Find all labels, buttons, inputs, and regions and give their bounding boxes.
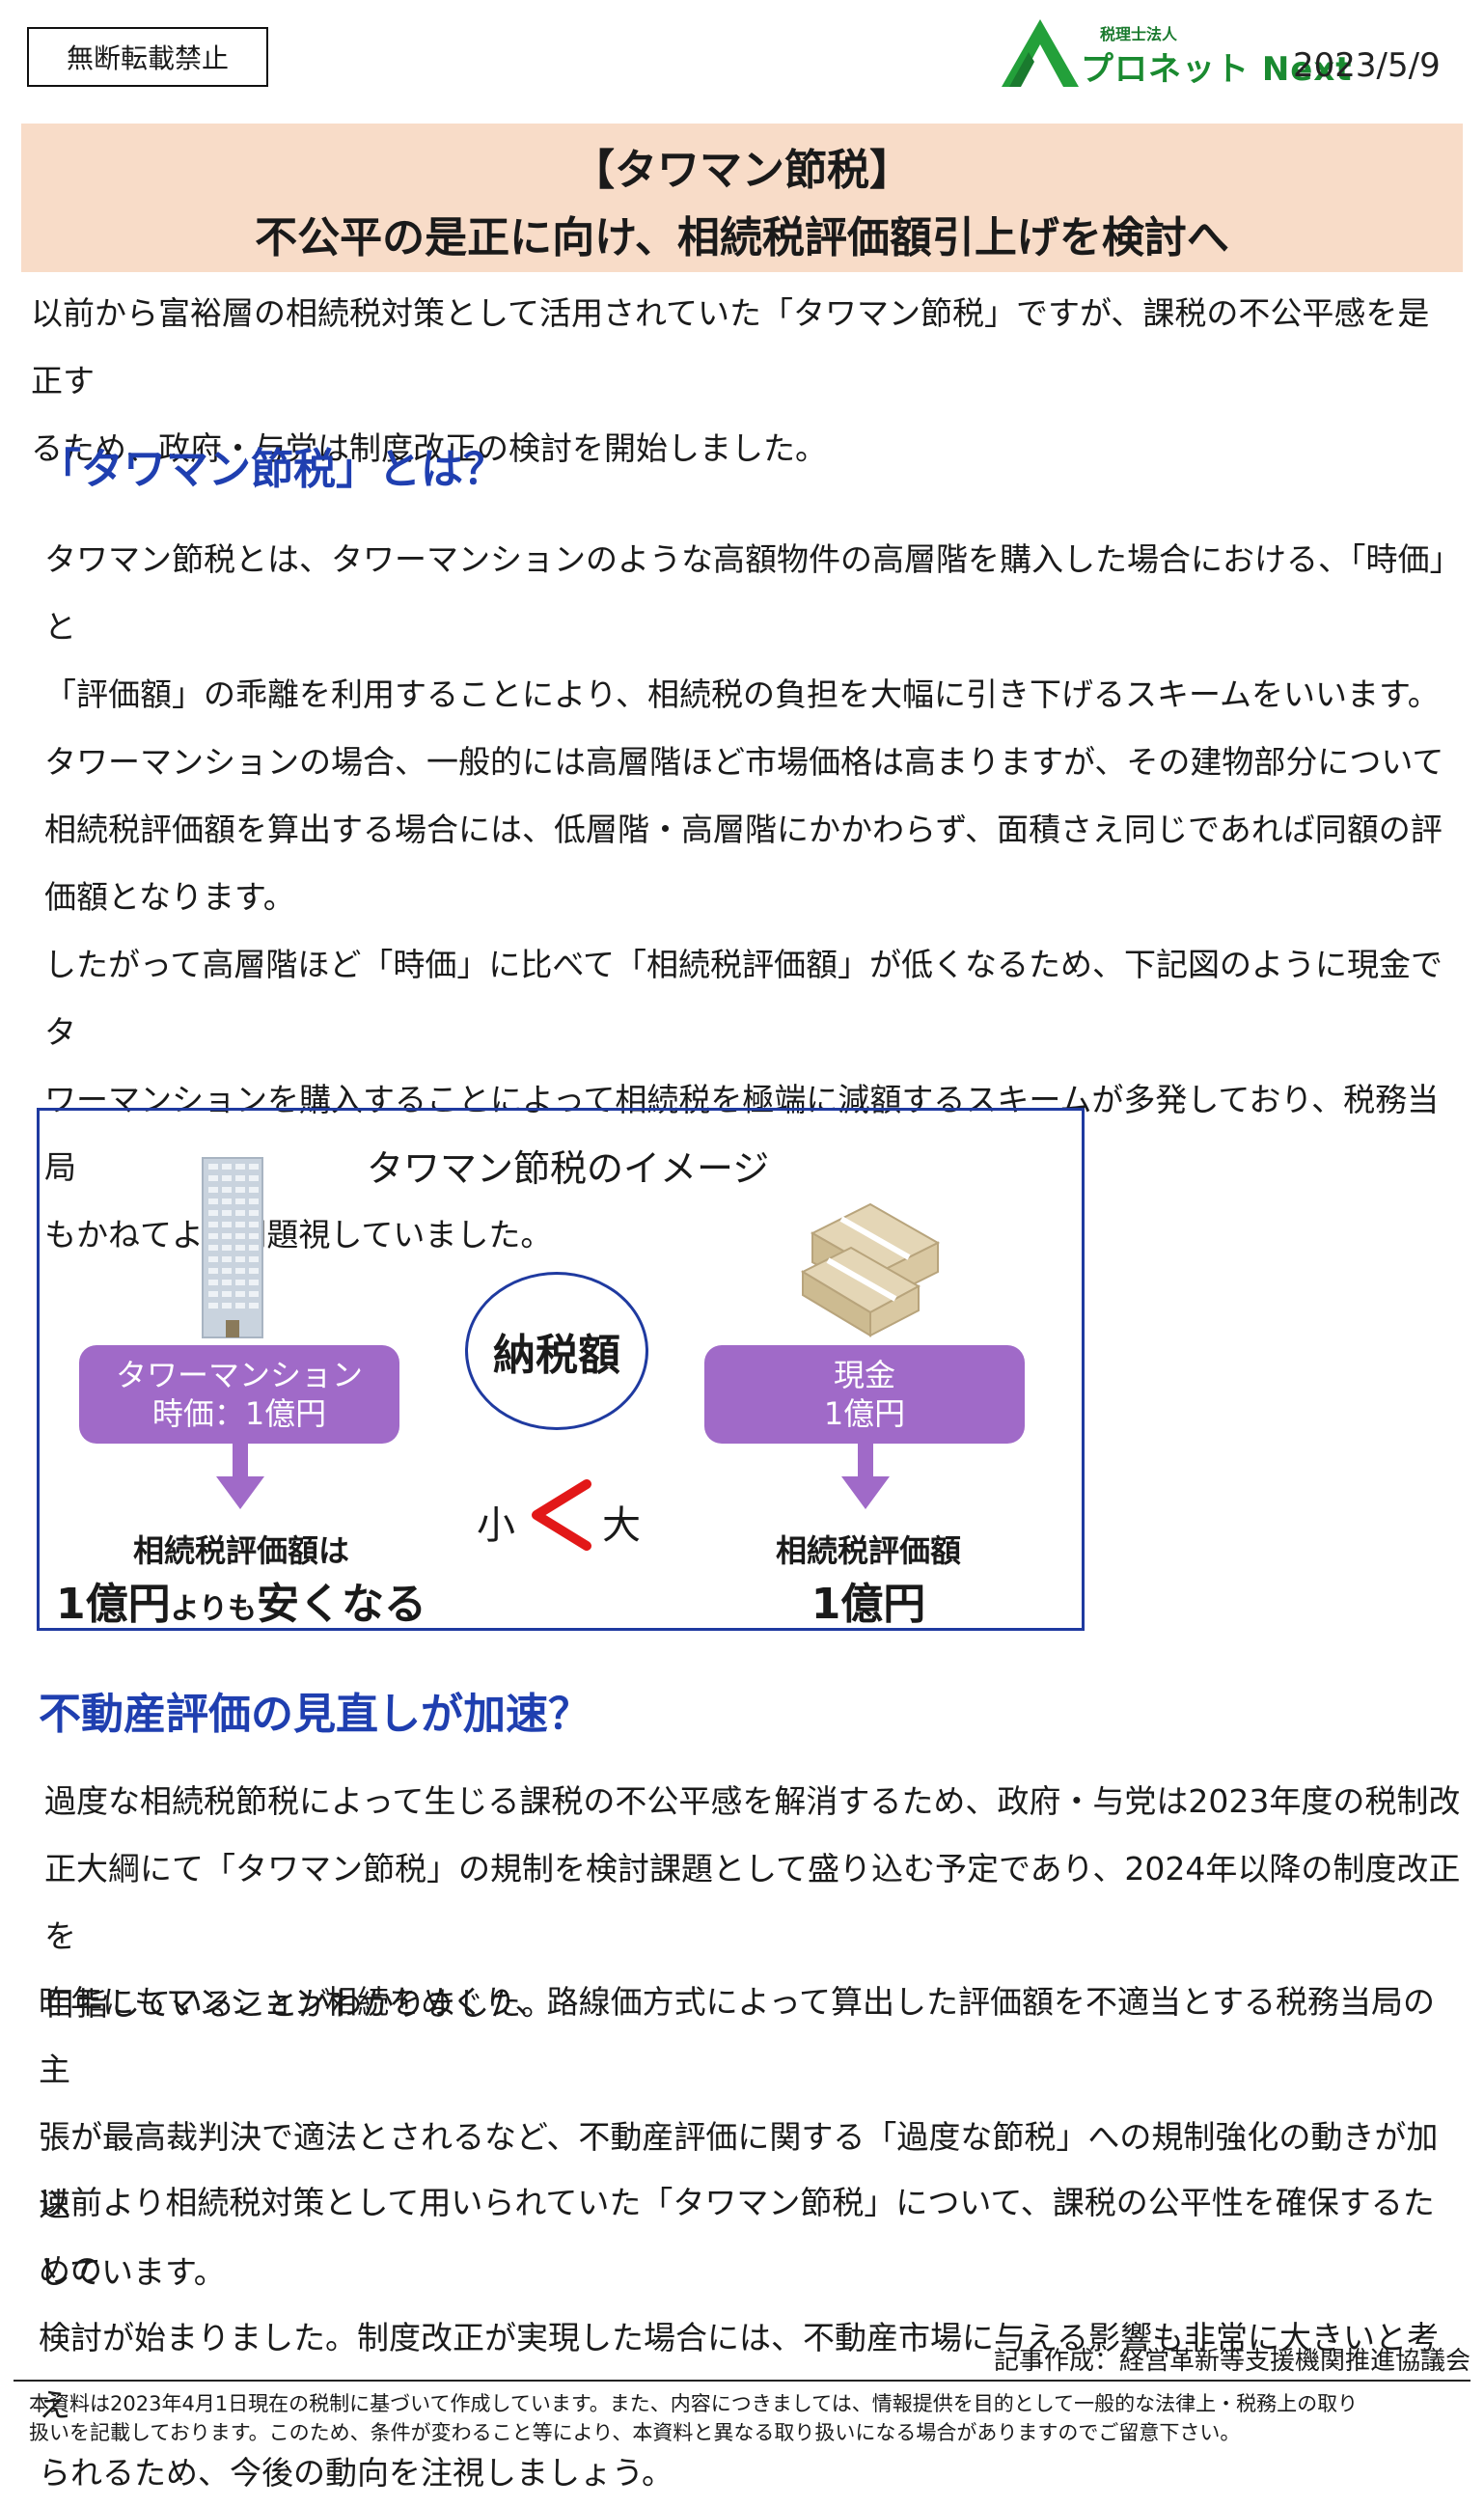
definition-line: ワーマンションを購入することによって相続税を極端に減額するスキームが多発しており… bbox=[44, 1081, 1440, 1186]
no-reprint-notice: 無断転載禁止 bbox=[27, 27, 268, 87]
reform-line: 過度な相続税節税によって生じる課税の不公平感を解消するため、政府・与党は2023… bbox=[44, 1782, 1461, 1820]
arrow-down-icon bbox=[841, 1444, 890, 1509]
diagram-title: タワマン節税のイメージ bbox=[367, 1147, 770, 1190]
definition-line: 価額となります。 bbox=[44, 878, 295, 916]
court-paragraph: 昨年にもマンション相続をめぐり、路線価方式によって算出した評価額を不適当とする税… bbox=[39, 1969, 1463, 2306]
large-label: 大 bbox=[602, 1503, 641, 1548]
tawaman-diagram bbox=[37, 1108, 1085, 1631]
conclusion-line: 以前より相続税対策として用いられていた「タワマン節税」について、課税の公平性を確… bbox=[39, 2184, 1435, 2289]
tower-market-price: 時価：1億円 bbox=[151, 1395, 327, 1432]
cash-box: 現金 1億円 bbox=[704, 1345, 1025, 1444]
cash-valuation-label: 相続税評価額 bbox=[775, 1532, 961, 1569]
intro-paragraph: 以前から富裕層の相続税対策として活用されていた「タワマン節税」ですが、課税の不公… bbox=[31, 280, 1459, 482]
small-label: 小 bbox=[477, 1503, 515, 1548]
reform-line: 正大綱にて「タワマン節税」の規制を検討課題として盛り込む予定であり、2024年以… bbox=[44, 1850, 1461, 1955]
definition-line: タワマン節税とは、タワーマンションのような高額物件の高層階を購入した場合における… bbox=[44, 540, 1445, 646]
cash-amount: 1億円 bbox=[823, 1395, 906, 1432]
title-line-2: 不公平の是正に向け、相続税評価額引上げを検討へ bbox=[255, 213, 1229, 262]
cash-stack-icon bbox=[800, 1202, 941, 1337]
yorimo-text: よりも bbox=[170, 1592, 258, 1626]
reform-line: 目指していることがわかりました。 bbox=[44, 1985, 554, 2023]
section-heading-real-estate: 不動産評価の見直しが加速？ bbox=[39, 1690, 591, 1739]
title-banner bbox=[21, 124, 1463, 272]
intro-line: 以前から富裕層の相続税対策として活用されていた「タワマン節税」ですが、課税の不公… bbox=[31, 294, 1430, 399]
article-credit: 記事作成：経営革新等支援機関推進協議会 bbox=[994, 2347, 1471, 2376]
title-line-1: 【タワマン節税】 bbox=[572, 146, 912, 195]
court-line: しています。 bbox=[39, 2253, 226, 2291]
definition-line: 相続税評価額を算出する場合には、低層階・高層階にかかわらず、面積さえ同じであれば… bbox=[44, 811, 1443, 848]
tower-mansion-box: タワーマンション 時価：1億円 bbox=[79, 1345, 399, 1444]
tower-valuation-label: 相続税評価額は bbox=[132, 1532, 349, 1569]
reform-paragraph: 過度な相続税節税によって生じる課税の不公平感を解消するため、政府・与党は2023… bbox=[44, 1768, 1463, 2038]
less-than-icon bbox=[532, 1479, 591, 1551]
conclusion-paragraph: 以前より相続税対策として用いられていた「タワマン節税」について、課税の公平性を確… bbox=[39, 2169, 1463, 2507]
cheaper-text: 安くなる bbox=[257, 1580, 427, 1629]
tower-mansion-label: タワーマンション bbox=[115, 1357, 363, 1393]
disclaimer: 本資料は2023年4月1日現在の税制に基づいて作成しています。また、内容につきま… bbox=[29, 2389, 1457, 2447]
logo-name: プロネット Next bbox=[1081, 50, 1353, 89]
section-heading-tawaman: 「タワマン節税」とは？ bbox=[39, 445, 506, 494]
tower-building-icon bbox=[202, 1157, 263, 1338]
publish-date: 2023/5/9 bbox=[1293, 46, 1441, 85]
definition-line: 「評価額」の乖離を利用することにより、相続税の負担を大幅に引き下げるスキームをい… bbox=[44, 675, 1440, 713]
definition-line: もかねてより問題視していました。 bbox=[44, 1216, 553, 1254]
footer-divider bbox=[14, 2380, 1470, 2382]
definition-line: タワーマンションの場合、一般的には高層階ほど市場価格は高まりますが、その建物部分… bbox=[44, 743, 1444, 781]
definition-paragraph: タワマン節税とは、タワーマンションのような高額物件の高層階を購入した場合における… bbox=[44, 526, 1453, 1269]
intro-line: るため、政府・与党は制度改正の検討を開始しました。 bbox=[31, 429, 827, 467]
definition-line: したがって高層階ほど「時価」に比べて「相続税評価額」が低くなるため、下記図のよう… bbox=[44, 946, 1443, 1051]
logo-subtitle: 税理士法人 bbox=[1100, 25, 1178, 43]
amount-text: 1億円 bbox=[55, 1580, 171, 1629]
cash-label: 現金 bbox=[833, 1357, 895, 1393]
tower-valuation-result: 1億円よりも安くなる bbox=[39, 1569, 444, 1631]
conclusion-line: られるため、今後の動向を注視しましょう。 bbox=[39, 2454, 674, 2492]
cash-valuation-result: 1億円 bbox=[811, 1580, 926, 1629]
disclaimer-line: 扱いを記載しております。このため、条件が変わること等により、本資料と異なる取り扱… bbox=[29, 2421, 1241, 2444]
court-line: 張が最高裁判決で適法とされるなど、不動産評価に関する「過度な節税」への規制強化の… bbox=[39, 2118, 1439, 2223]
disclaimer-line: 本資料は2023年4月1日現在の税制に基づいて作成しています。また、内容につきま… bbox=[29, 2392, 1359, 2415]
firm-logo-icon bbox=[1002, 19, 1079, 87]
arrow-down-icon bbox=[216, 1444, 264, 1509]
conclusion-line: 検討が始まりました。制度改正が実現した場合には、不動産市場に与える影響も非常に大… bbox=[39, 2319, 1440, 2424]
court-line: 昨年にもマンション相続をめぐり、路線価方式によって算出した評価額を不適当とする税… bbox=[39, 1983, 1436, 2088]
tax-amount-oval: 納税額 bbox=[465, 1272, 648, 1430]
